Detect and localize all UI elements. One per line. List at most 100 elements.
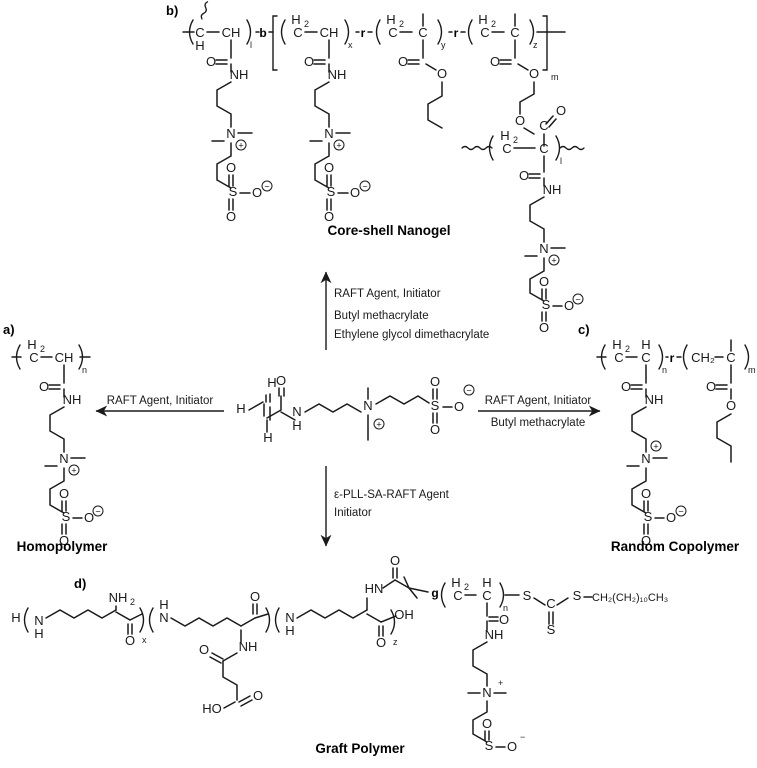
bond-co-n-mono xyxy=(280,411,296,421)
arrow-down-line-1: Initiator xyxy=(334,507,372,519)
paren-close-d4 xyxy=(499,582,505,608)
propyl-chain-xl xyxy=(529,196,545,243)
panel-b-label: b) xyxy=(166,3,178,18)
lysine-chain-d3 xyxy=(296,609,368,619)
propylsulfonate-d4 xyxy=(472,700,488,743)
subscript-two-xl: 2 xyxy=(513,135,518,145)
atom-o-anion-a: O xyxy=(84,510,94,525)
center-monomer: H H H O N H N + S O O O − xyxy=(236,373,475,445)
so-double-up-mono xyxy=(432,388,438,400)
atom-s-thio-2: S xyxy=(573,588,582,603)
atom-o-up-mono: O xyxy=(430,374,440,389)
dodecyl-terminal-chain: CH₂(CH₂)₁₀CH₃ xyxy=(592,592,668,604)
n-methyls-b1 xyxy=(211,132,253,142)
atom-o-graft-d3: O xyxy=(390,553,400,568)
butyl-chain-b3 xyxy=(427,81,443,129)
atom-o-acid-d2: O xyxy=(253,688,263,703)
charge-minus-xl: − xyxy=(575,295,580,305)
n-methyls-c1 xyxy=(626,457,668,467)
atom-o-up-d4: O xyxy=(482,716,492,731)
paren-open-d1 xyxy=(23,607,29,633)
propylsulfonate-b1 xyxy=(216,142,232,189)
atom-c-b1: C xyxy=(195,25,204,40)
n-methyls-xl xyxy=(524,247,566,257)
double-bond-co-b4 xyxy=(499,59,512,65)
atom-o-down-mono: O xyxy=(430,422,440,437)
subscript-two-c1: 2 xyxy=(625,344,630,354)
paren-close-c2 xyxy=(744,344,750,370)
bond-h-c-vinyl xyxy=(248,401,264,411)
paren-close-b4 xyxy=(529,19,535,45)
panel-a-homopolymer: a) C H 2 CH n O NH N + S O O O − Homopol… xyxy=(3,322,108,554)
atom-h-c1: H xyxy=(612,337,621,352)
subscript-z-d3: z xyxy=(393,637,398,647)
charge-plus-a: + xyxy=(71,466,76,476)
atom-ch-a: CH xyxy=(55,350,74,365)
atom-o-carbonyl-b4: O xyxy=(490,54,500,69)
panel-c-label: c) xyxy=(578,322,590,337)
bond-c-s-thio-2 xyxy=(556,597,569,606)
atom-h-b1: H xyxy=(195,38,204,53)
atom-o-anion-b2: O xyxy=(350,185,360,200)
so-double-down-b2 xyxy=(326,198,332,211)
atom-n-quaternary-b2: N xyxy=(324,126,333,141)
panel-b-core-shell-nanogel: b) C H CH l O NH N + S O O O − b xyxy=(166,1,585,335)
bond-ester-o-b4 xyxy=(517,63,529,71)
charge-ring-minus-mono xyxy=(463,384,475,396)
charge-ring-minus-c1 xyxy=(675,505,687,517)
atom-o-down-b1: O xyxy=(226,209,236,224)
subscript-n-c1: n xyxy=(662,365,667,375)
arrow-up-line-0: RAFT Agent, Initiator xyxy=(334,288,441,300)
atom-c2-c1: C xyxy=(641,350,650,365)
n-methyls-b2 xyxy=(309,132,351,142)
paren-close-b1 xyxy=(246,19,252,45)
atom-n-amide-mono: N xyxy=(292,404,301,419)
atom-s-a: S xyxy=(62,509,71,524)
atom-o-carbonyl-xl: O xyxy=(556,103,566,118)
atom-h-d4: H xyxy=(451,575,460,590)
subscript-two-a: 2 xyxy=(40,344,45,354)
atom-n-quaternary-mono: N xyxy=(363,398,372,413)
atom-o-anion-mono: O xyxy=(454,399,464,414)
atom-o-succinyl-d2: O xyxy=(199,642,209,657)
atom-h2-d4: H xyxy=(482,575,491,590)
paren-open-b2 xyxy=(280,19,286,45)
atom-o-d3: O xyxy=(376,635,386,650)
atom-nh-d4: NH xyxy=(485,627,504,642)
panel-c-caption: Random Copolymer xyxy=(611,539,740,554)
atom-o-anion-c1: O xyxy=(666,510,676,525)
double-bond-co-d1 xyxy=(127,623,133,635)
propylsulfonate-xl xyxy=(529,257,545,302)
atom-ch-b1: CH xyxy=(222,25,241,40)
charge-ring-plus-b2 xyxy=(333,139,345,151)
panel-d-caption: Graft Polymer xyxy=(315,741,405,756)
paren-open-d4 xyxy=(440,582,446,608)
propyl-chain-a xyxy=(49,406,65,453)
atom-o-carbonyl-b3: O xyxy=(398,54,408,69)
atom-o-glycol-b4: O xyxy=(515,113,525,128)
bond-to-next-d2 xyxy=(254,613,269,619)
bond-to-next-d1 xyxy=(129,613,143,621)
subscript-nh2-d1: 2 xyxy=(130,597,135,607)
atom-h-a: H xyxy=(27,337,36,352)
double-bond-co-a xyxy=(48,384,61,390)
so-double-up-b2 xyxy=(326,174,332,187)
charge-plus-xl: + xyxy=(551,256,556,266)
atom-o-up-b1: O xyxy=(226,160,236,175)
arrow-left-group: RAFT Agent, Initiator xyxy=(95,395,224,417)
atom-nh-b2: NH xyxy=(328,67,347,82)
subscript-y-b3: y xyxy=(441,40,446,50)
atom-c-b4: C xyxy=(480,25,489,40)
double-bond-co-xl xyxy=(545,115,557,128)
atom-c-a: C xyxy=(29,350,38,365)
subscript-z-b4: z xyxy=(533,40,538,50)
bond-ester-o-b3 xyxy=(425,63,437,71)
atom-h2-c1: H xyxy=(641,337,650,352)
subscript-n-d4: n xyxy=(503,603,508,613)
atom-o-d4: O xyxy=(499,612,509,627)
atom-ch2-c2: CH₂ xyxy=(691,350,715,365)
link-label-random-b1: r xyxy=(361,26,366,40)
double-bond-cooh-succ xyxy=(238,695,253,707)
atom-oh-terminal-d3: OH xyxy=(394,607,414,622)
atom-s-c1: S xyxy=(644,509,653,524)
